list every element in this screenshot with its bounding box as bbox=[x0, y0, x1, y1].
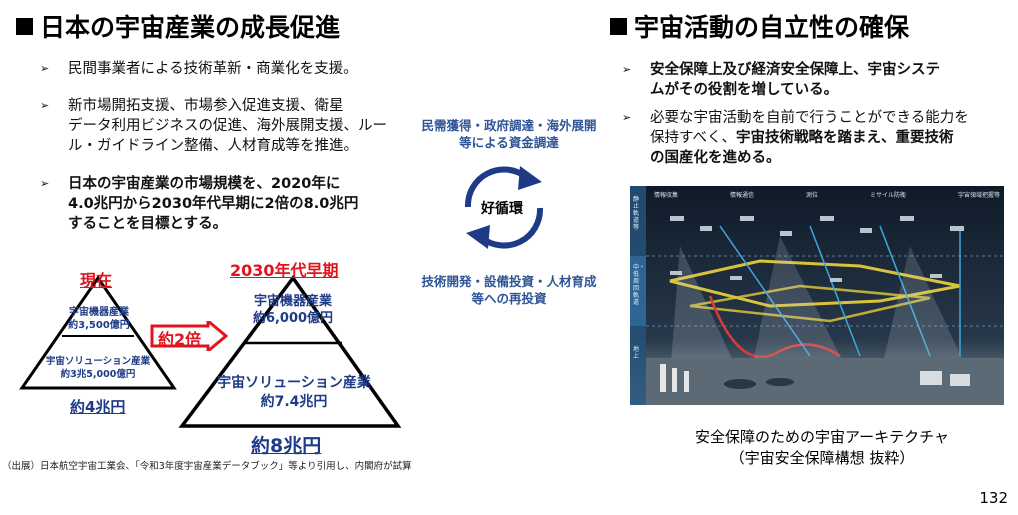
space-architecture-diagram: 情報収集 情報通信 測位 ミサイル防衛 宇宙領域把握等 静止軌道等 中・低周回軌… bbox=[630, 186, 1004, 405]
arch-tag-missile-defense: ミサイル防衛 bbox=[869, 192, 906, 199]
arch-tag-info-collection: 情報収集 bbox=[654, 192, 679, 199]
source-note: （出展）日本航空宇宙工業会、「令和3年度宇宙産業データブック」等より引用し、内閣… bbox=[2, 461, 412, 472]
architecture-caption: 安全保障のための宇宙アーキテクチャ （宇宙安全保障構想 抜粋） bbox=[695, 428, 949, 467]
future-total: 約8兆円 bbox=[251, 435, 322, 457]
future-label: 2030年代早期 bbox=[230, 261, 339, 280]
left-bullet-3: ➢ 日本の宇宙産業の市場規模を、2020年に 4.0兆円から2030年代早期に2… bbox=[40, 176, 359, 232]
arch-side-ground: 地上 bbox=[633, 346, 640, 360]
double-arrow-icon bbox=[150, 321, 228, 351]
cycle-top-text: 民需獲得・政府調達・海外展開 等による資金調達 bbox=[421, 118, 597, 150]
architecture-illustration bbox=[630, 186, 1004, 405]
arrowhead-bullet-icon: ➢ bbox=[622, 111, 632, 124]
arch-tag-sda: 宇宙領域把握等 bbox=[957, 192, 1000, 199]
arch-tag-info-comm: 情報通信 bbox=[729, 192, 754, 199]
left-section-title: 日本の宇宙産業の成長促進 bbox=[16, 8, 340, 44]
arrowhead-bullet-icon: ➢ bbox=[40, 99, 50, 112]
arrowhead-bullet-icon: ➢ bbox=[40, 177, 50, 190]
multiplier-label: 約2倍 bbox=[158, 330, 202, 349]
future-pyramid bbox=[178, 275, 402, 428]
right-bullet-2: ➢ 必要な宇宙活動を自前で行うことができる能力を 保持すべく、宇宙技術戦略を踏ま… bbox=[622, 110, 969, 166]
page-number: 132 bbox=[979, 489, 1008, 507]
right-section-title: 宇宙活動の自立性の確保 bbox=[610, 8, 909, 44]
square-bullet-icon bbox=[610, 18, 627, 35]
current-total: 約4兆円 bbox=[70, 398, 126, 416]
right-bullet-1: ➢ 安全保障上及び経済安全保障上、宇宙システ ムがその役割を増している。 bbox=[622, 62, 940, 98]
arrowhead-bullet-icon: ➢ bbox=[40, 62, 50, 75]
arrowhead-bullet-icon: ➢ bbox=[622, 63, 632, 76]
arch-side-leo: 中・低周回軌道 bbox=[633, 264, 646, 306]
left-bullet-1: ➢ 民間事業者による技術革新・商業化を支援。 bbox=[40, 61, 358, 77]
cycle-arrows-icon bbox=[464, 166, 544, 249]
current-bottom-label: 宇宙ソリューション産業 約3兆5,000億円 bbox=[45, 356, 151, 380]
current-top-label: 宇宙機器産業 約3,500億円 bbox=[68, 307, 130, 331]
arch-tag-positioning: 測位 bbox=[805, 192, 818, 199]
cycle-center-label: 好循環 bbox=[481, 201, 523, 217]
future-bottom-label: 宇宙ソリューション産業 約7.4兆円 bbox=[217, 375, 371, 410]
left-bullet-2: ➢ 新市場開拓支援、市場参入促進支援、衛星 データ利用ビジネスの促進、海外展開支… bbox=[40, 98, 387, 154]
arch-side-geo: 静止軌道等 bbox=[633, 196, 640, 231]
cycle-bottom-text: 技術開発・設備投資・人材育成 等への再投資 bbox=[421, 274, 597, 306]
square-bullet-icon bbox=[16, 18, 33, 35]
current-label: 現在 bbox=[80, 271, 113, 290]
future-top-label: 宇宙機器産業 約6,000億円 bbox=[252, 294, 334, 326]
current-pyramid bbox=[19, 275, 177, 390]
